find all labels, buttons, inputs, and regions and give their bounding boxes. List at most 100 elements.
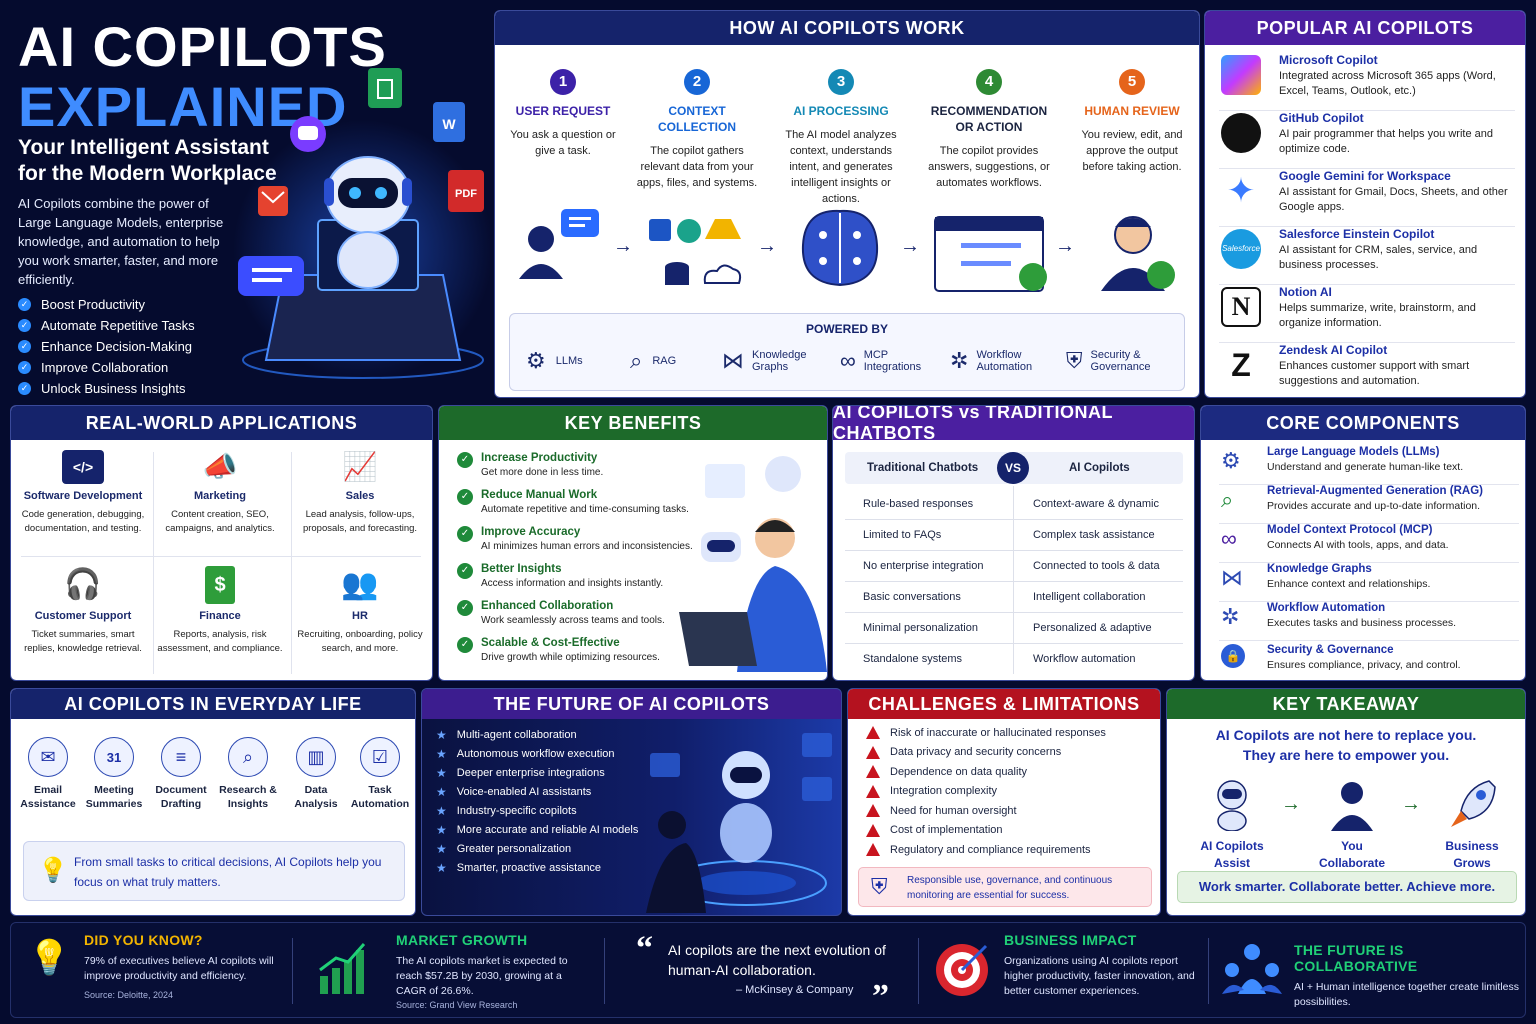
notion-logo: N — [1221, 287, 1261, 327]
benefit-desc: AI minimizes human errors and inconsiste… — [481, 541, 693, 552]
future-item: ★Autonomous workflow execution — [436, 744, 615, 763]
copilot-cell: Connected to tools & data — [1033, 560, 1160, 572]
step-2: 2 CONTEXT COLLECTION The copilot gathers… — [635, 69, 759, 191]
hero-subtitle: Your Intelligent Assistant for the Moder… — [18, 136, 277, 185]
copilot-gemini: ✦ Google Gemini for Workspace AI assista… — [1219, 169, 1515, 227]
warning-icon — [866, 765, 880, 779]
warning-icon — [866, 804, 880, 818]
copilot-name: Salesforce Einstein Copilot — [1279, 227, 1435, 241]
copilot-zendesk: Z Zendesk AI Copilot Enhances customer s… — [1219, 343, 1515, 397]
future-item: ★Greater personalization — [436, 839, 571, 858]
quote-open-icon: “ — [636, 930, 653, 967]
traditional-header: Traditional Chatbots — [867, 462, 979, 474]
footer-text-block: DID YOU KNOW? 79% of executives believe … — [84, 932, 284, 1000]
powered-llms: ⚙LLMs — [526, 348, 583, 374]
life-label: Data Analysis — [294, 784, 338, 810]
challenge-item: Integration complexity — [866, 782, 997, 802]
benefit-desc: Work seamlessly across teams and tools. — [481, 615, 665, 626]
hero-bullet: ✓Enhance Decision-Making — [18, 336, 238, 357]
life-data-analysis: ▥Data Analysis — [285, 737, 347, 811]
check-icon: ✓ — [457, 526, 473, 542]
copilot-notion: N Notion AI Helps summarize, write, brai… — [1219, 285, 1515, 343]
flow-arrow-icon: → — [613, 235, 633, 257]
lock-icon: 🔒 — [1221, 644, 1245, 668]
step-desc: The AI model analyzes context, understan… — [785, 129, 897, 205]
powered-label: Workflow Automation — [976, 349, 1033, 373]
traditional-cell: Basic conversations — [863, 591, 961, 603]
link-icon: ∞ — [840, 348, 856, 373]
benefit-title: Increase Productivity — [481, 452, 598, 464]
life-note: From small tasks to critical decisions, … — [74, 855, 382, 889]
app-desc: Lead analysis, follow-ups, proposals, an… — [302, 509, 418, 534]
hero-bullet: ✓Automate Repetitive Tasks — [18, 315, 238, 336]
step-1: 1 USER REQUEST You ask a question or giv… — [507, 69, 619, 159]
person-icon — [1331, 782, 1373, 831]
brain-icon: ⚙ — [526, 348, 546, 373]
everyday-life-panel: AI COPILOTS IN EVERYDAY LIFE ✉Email Assi… — [10, 688, 416, 916]
applications-title: REAL-WORLD APPLICATIONS — [11, 406, 432, 440]
chart-up-icon: 📈 — [342, 451, 378, 482]
traditional-cell: Minimal personalization — [863, 622, 978, 634]
step-desc: You review, edit, and approve the output… — [1081, 129, 1183, 173]
step-title: USER REQUEST — [515, 104, 611, 118]
step-number: 4 — [976, 69, 1002, 95]
takeaway-title: KEY TAKEAWAY — [1167, 689, 1525, 719]
hero-description: AI Copilots combine the power of Large L… — [18, 196, 224, 287]
footer-title: DID YOU KNOW? — [84, 932, 203, 948]
benefit-title: Better Insights — [481, 563, 562, 575]
people-icon: 👥 — [341, 568, 379, 601]
powered-workflow: ✲ Workflow Automation — [950, 348, 1060, 374]
growth-chart-icon — [319, 943, 366, 994]
star-icon: ★ — [436, 841, 447, 856]
app-title: HR — [352, 610, 368, 622]
powered-rag: ⌕RAG — [630, 348, 676, 374]
powered-label: RAG — [652, 355, 677, 367]
star-icon: ★ — [436, 784, 447, 799]
data-sources-icon — [649, 219, 742, 285]
copilot-cell: Complex task assistance — [1033, 529, 1155, 541]
benefit-title: Enhanced Collaboration — [481, 600, 614, 612]
gear-icon: ✲ — [950, 348, 969, 373]
megaphone-icon: 📣 — [202, 451, 238, 482]
app-title: Software Development — [23, 490, 143, 502]
app-desc: Content creation, SEO, campaigns, and an… — [165, 509, 275, 534]
challenge-label: Need for human oversight — [890, 804, 1017, 817]
future-item: ★Multi-agent collaboration — [436, 725, 577, 744]
future-robot-illustration — [646, 733, 832, 913]
life-note-box: 💡 From small tasks to critical decisions… — [23, 841, 405, 901]
takeaway-step-label: AI Copilots Assist — [1200, 839, 1264, 870]
copilot-name: Google Gemini for Workspace — [1279, 169, 1451, 183]
copilot-desc: AI pair programmer that helps you write … — [1279, 128, 1493, 155]
future-item: ★Industry-specific copilots — [436, 801, 577, 820]
footer-desc: Organizations using AI copilots report h… — [1004, 955, 1195, 997]
footer-title: MARKET GROWTH — [396, 932, 528, 948]
copilot-cell: Workflow automation — [1033, 653, 1136, 665]
challenge-item: Risk of inaccurate or hallucinated respo… — [866, 723, 1106, 743]
hero-bullet: ✓Improve Collaboration — [18, 357, 238, 378]
copilot-name: Zendesk AI Copilot — [1279, 343, 1388, 357]
step-desc: You ask a question or give a task. — [510, 129, 616, 157]
step-title: AI PROCESSING — [793, 104, 889, 118]
app-sales: 📈 Sales Lead analysis, follow-ups, propo… — [293, 450, 427, 536]
svg-text:W: W — [442, 116, 456, 132]
warning-icon — [866, 843, 880, 857]
how-it-works-panel: HOW AI COPILOTS WORK 1 USER REQUEST You … — [494, 10, 1200, 398]
hero-bullet: ✓Unlock Business Insights — [18, 378, 238, 399]
check-icon: ✓ — [18, 340, 31, 353]
footer-source: Source: Grand View Research — [396, 1000, 518, 1010]
powered-label: Security & Governance — [1090, 349, 1151, 373]
challenges-note: Responsible use, governance, and continu… — [907, 875, 1113, 901]
checklist-icon: ☑ — [360, 737, 400, 777]
link-icon: ∞ — [1221, 526, 1237, 551]
future-title: THE FUTURE OF AI COPILOTS — [422, 689, 841, 719]
core-desc: Enhance context and relationships. — [1267, 578, 1431, 590]
svg-text:PDF: PDF — [455, 188, 477, 200]
future-item: ★More accurate and reliable AI models — [436, 820, 638, 839]
check-icon: ✓ — [457, 489, 473, 505]
